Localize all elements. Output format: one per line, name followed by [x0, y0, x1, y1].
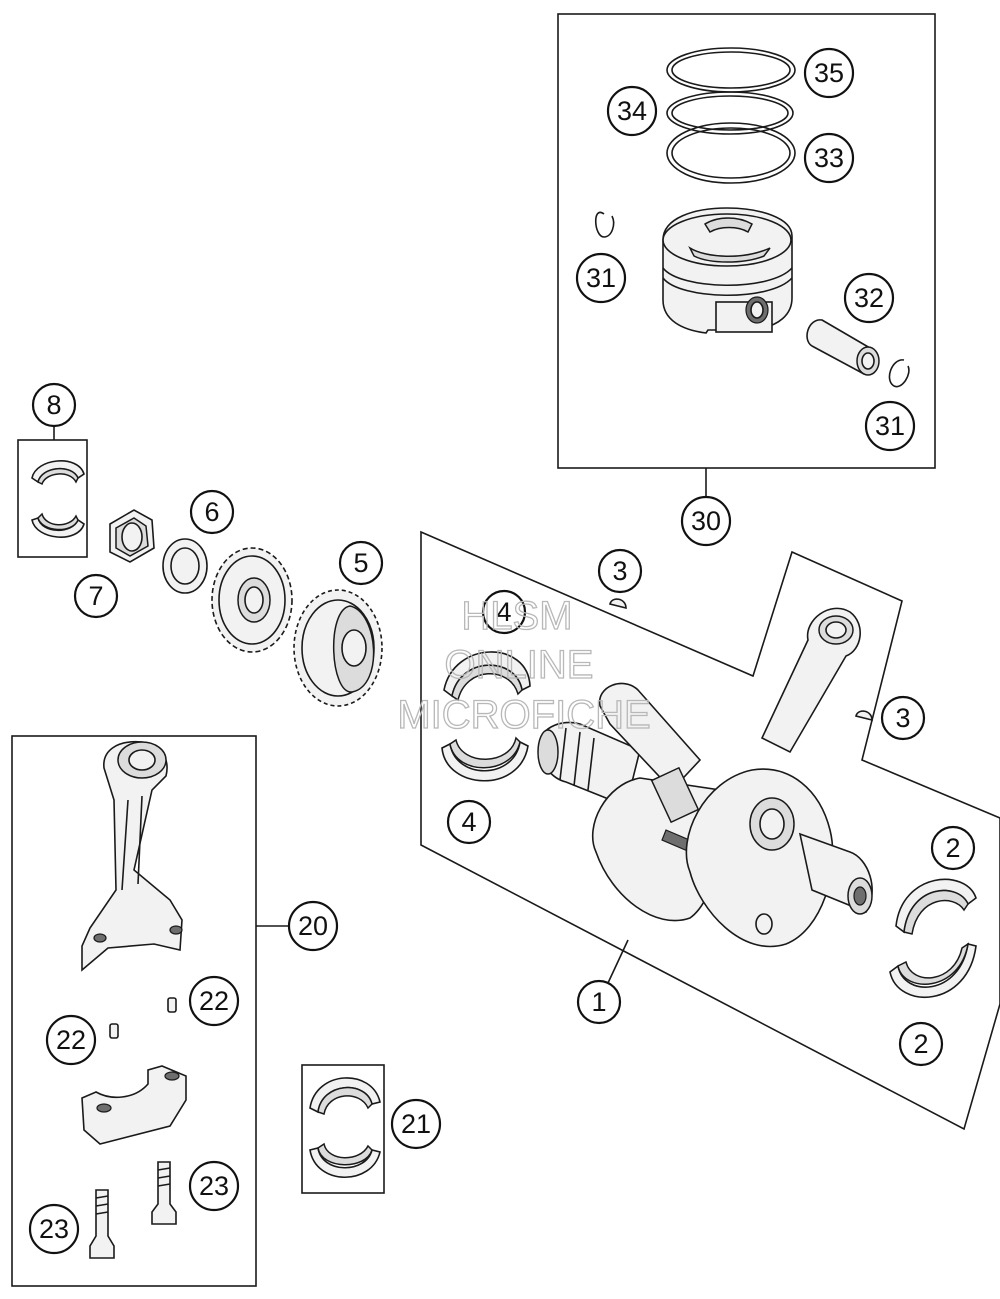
piston-ring-oil — [666, 122, 796, 184]
watermark-line-2: ONLINE — [445, 643, 594, 687]
callout-21: 21 — [390, 1098, 442, 1150]
callout-label: 22 — [56, 1025, 86, 1055]
callout-label: 7 — [88, 581, 103, 611]
conrod-bolts — [89, 1161, 177, 1259]
callout-label: 34 — [617, 96, 647, 126]
piston-ring-top — [666, 47, 796, 93]
crankshaft-frame — [420, 530, 1000, 1131]
callout-31-bottom: 31 — [864, 400, 916, 452]
callout-label: 4 — [461, 807, 476, 837]
piston — [662, 207, 793, 334]
callout-3-top: 3 — [597, 548, 643, 594]
main-bearing-frame — [17, 439, 88, 558]
callout-label: 2 — [945, 833, 960, 863]
callout-23-left: 23 — [28, 1203, 80, 1255]
callout-8: 8 — [31, 382, 77, 428]
callout-4-top: 4 — [481, 589, 527, 635]
callout-label: 32 — [854, 283, 884, 313]
callout-35: 35 — [803, 47, 855, 99]
callout-2-bottom: 2 — [898, 1021, 944, 1067]
watermark-line-3: MICROFICHE — [397, 693, 650, 737]
callout-7: 7 — [73, 573, 119, 619]
piston-ring-middle — [666, 91, 794, 135]
callout-label: 5 — [353, 548, 368, 578]
conrod-cap — [81, 1065, 187, 1145]
callout-34: 34 — [606, 85, 658, 137]
callout-label: 23 — [199, 1171, 229, 1201]
callout-label: 6 — [204, 497, 219, 527]
callout-label: 21 — [401, 1109, 431, 1139]
callout-20: 20 — [287, 900, 339, 952]
callout-23-right: 23 — [188, 1160, 240, 1212]
conrod-frame — [11, 735, 257, 1287]
crankshaft-leader — [607, 939, 629, 984]
callout-label: 20 — [298, 911, 328, 941]
callout-label: 3 — [895, 703, 910, 733]
callout-label: 4 — [496, 597, 511, 627]
crank-bearing-lower-left — [441, 736, 529, 782]
callout-label: 31 — [875, 411, 905, 441]
primary-gear — [293, 589, 383, 707]
callout-label: 2 — [913, 1029, 928, 1059]
conrod-dowel-pins — [109, 997, 177, 1039]
callout-32: 32 — [843, 272, 895, 324]
callout-label: 30 — [691, 506, 721, 536]
crank-bearing-lower-right — [889, 942, 977, 999]
callout-22-left: 22 — [45, 1014, 97, 1066]
callout-label: 31 — [586, 263, 616, 293]
callout-label: 23 — [39, 1214, 69, 1244]
washer — [162, 538, 208, 594]
piston-pin-clip-bottom — [888, 359, 910, 388]
callout-3-right: 3 — [880, 695, 926, 741]
callout-6: 6 — [189, 489, 235, 535]
callout-label: 1 — [591, 987, 606, 1017]
callout-31-top: 31 — [575, 252, 627, 304]
callout-2-top: 2 — [930, 825, 976, 871]
callout-30: 30 — [680, 495, 732, 547]
callout-label: 3 — [612, 556, 627, 586]
watermark: HLSM ONLINE MICROFICHE — [397, 593, 652, 737]
callout-1: 1 — [576, 979, 622, 1025]
conrod-bearing-frame — [301, 1064, 385, 1194]
callout-5: 5 — [338, 540, 384, 586]
callout-label: 33 — [814, 143, 844, 173]
timing-sprocket — [211, 547, 293, 653]
crank-bearing-upper-right — [895, 878, 977, 935]
piston-kit-frame — [557, 13, 936, 469]
callout-label: 35 — [814, 58, 844, 88]
callout-label: 22 — [199, 986, 229, 1016]
watermark-line-1: HLSM — [461, 594, 572, 638]
conrod-bearing-shells — [309, 1077, 381, 1179]
crank-nut — [109, 509, 155, 563]
piston-pin — [806, 319, 880, 376]
callout-33: 33 — [803, 132, 855, 184]
callout-22-right: 22 — [188, 975, 240, 1027]
main-bearing-shells — [31, 460, 85, 538]
crank-bearing-upper-left — [443, 651, 531, 702]
crankshaft — [537, 607, 873, 948]
callout-label: 8 — [46, 390, 61, 420]
piston-pin-clip-top — [594, 211, 615, 238]
woodruff-key-right — [855, 710, 873, 722]
conrod — [81, 741, 183, 972]
woodruff-key-top — [609, 598, 627, 610]
callout-4-bottom: 4 — [446, 799, 492, 845]
